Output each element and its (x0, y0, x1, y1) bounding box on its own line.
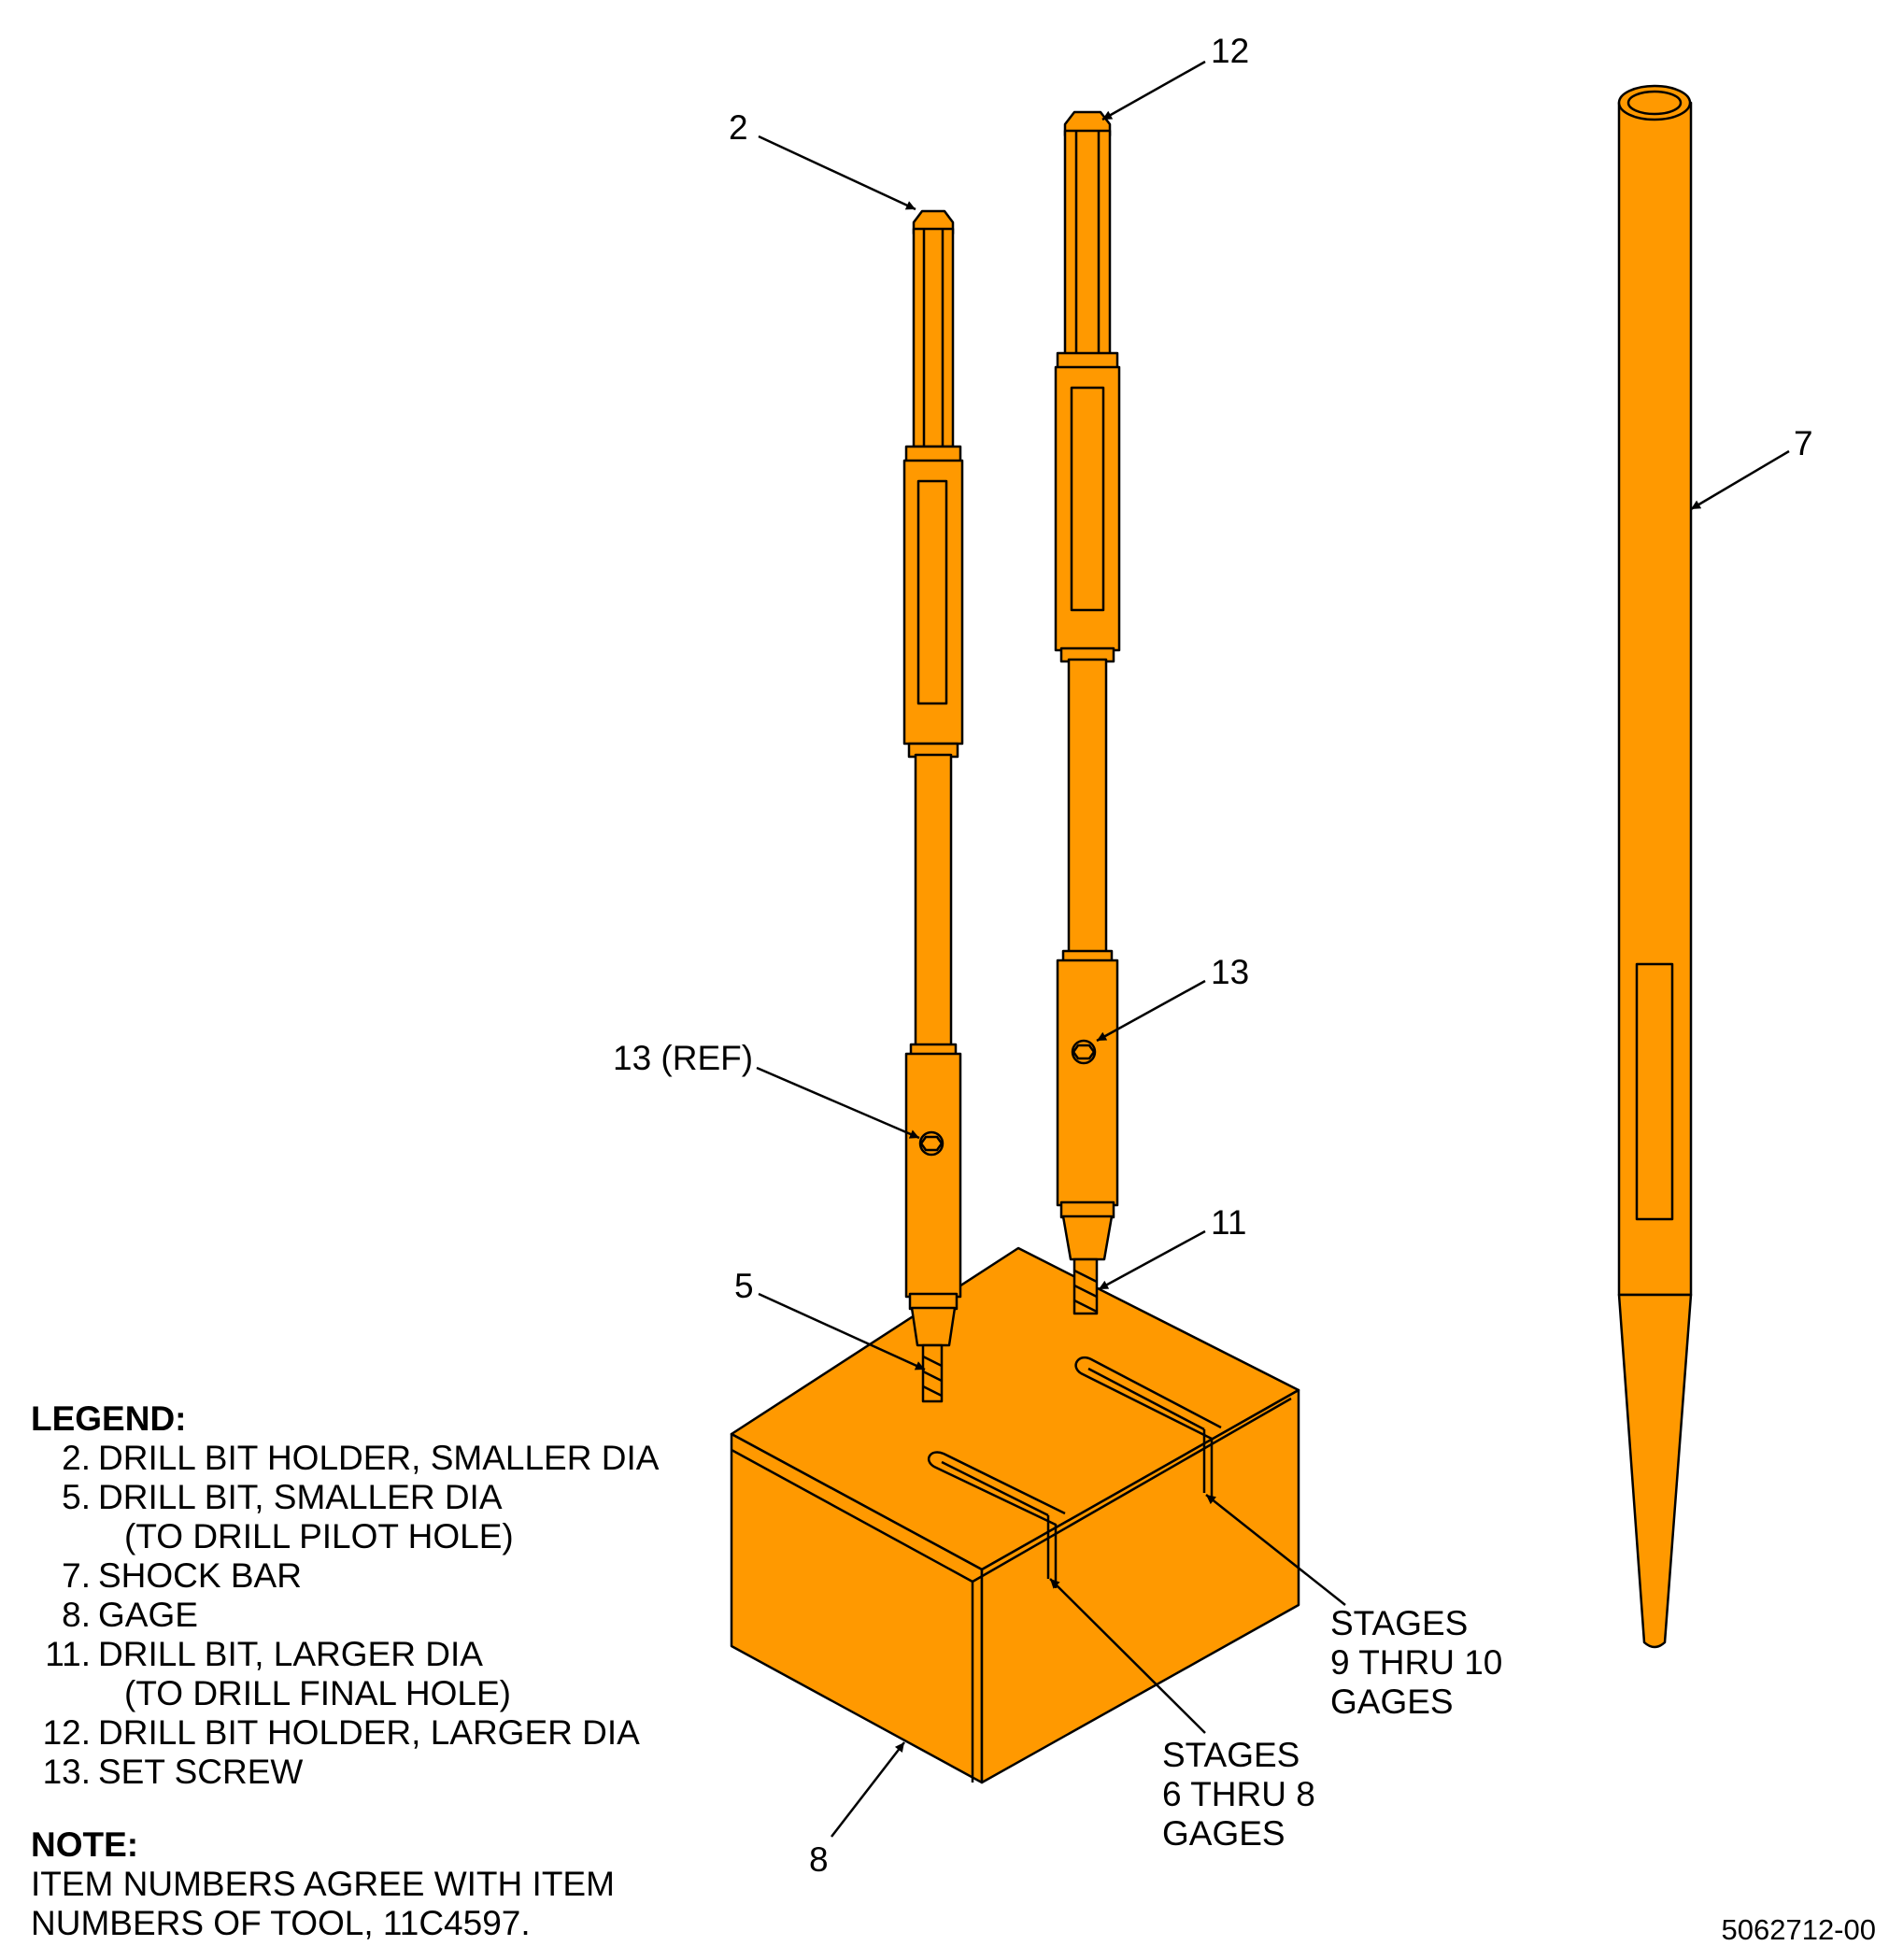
note-line: NUMBERS OF TOOL, 11C4597. (31, 1904, 531, 1942)
callout-item-8: 8 (809, 1840, 829, 1879)
legend-item: 11.DRILL BIT, LARGER DIA (45, 1635, 483, 1673)
legend-item: 12.DRILL BIT HOLDER, LARGER DIA (42, 1713, 640, 1752)
callout-item-7: 7 (1794, 424, 1813, 462)
gage-side-face (980, 1388, 1300, 1784)
callout-item-2: 2 (729, 108, 748, 147)
drill-bit-holder-larger (1054, 110, 1121, 1261)
note-heading: NOTE: (31, 1825, 139, 1864)
legend-item: 7.SHOCK BAR (62, 1556, 302, 1595)
leader-item-13-ref (756, 1066, 920, 1140)
callout-item-13: 13 (1211, 953, 1250, 991)
figure-id: 5062712-00 (1721, 1913, 1877, 1946)
legend-item: 2.DRILL BIT HOLDER, SMALLER DIA (62, 1439, 660, 1477)
callout-item-5: 5 (734, 1267, 754, 1305)
callout-item-11: 11 (1211, 1203, 1247, 1242)
leader-item-5 (758, 1292, 926, 1371)
legend-item-continuation: (TO DRILL PILOT HOLE) (124, 1517, 514, 1555)
drill-bit-smaller (921, 1343, 944, 1403)
legend: LEGEND: 2.DRILL BIT HOLDER, SMALLER DIA … (31, 1399, 659, 1792)
legend-item: 8.GAGE (62, 1596, 198, 1634)
gage-slot-stages-6-8 (927, 1451, 1066, 1588)
leader-item-8 (831, 1741, 905, 1838)
legend-heading: LEGEND: (31, 1399, 187, 1438)
leader-item-11 (1098, 1229, 1206, 1291)
drill-bit-holder-smaller (902, 209, 964, 1347)
callout-item-13-ref: 13 (REF) (613, 1039, 754, 1077)
gage-block (730, 1246, 1300, 1784)
callout-item-12: 12 (1211, 32, 1250, 70)
drill-bit-larger (1072, 1257, 1099, 1315)
note-line: ITEM NUMBERS AGREE WITH ITEM (31, 1865, 615, 1903)
legend-item: 5.DRILL BIT, SMALLER DIA (62, 1478, 503, 1516)
leader-item-13 (1096, 979, 1206, 1043)
gage-slot-stages-9-10 (1074, 1356, 1222, 1499)
label-stages-6-8: STAGES 6 THRU 8 GAGES (1162, 1736, 1315, 1853)
leader-item-12 (1101, 60, 1206, 121)
legend-item-continuation: (TO DRILL FINAL HOLE) (124, 1674, 511, 1712)
leader-stages-9-10 (1205, 1494, 1346, 1606)
label-stages-9-10: STAGES 9 THRU 10 GAGES (1330, 1604, 1503, 1721)
leader-stages-6-8 (1049, 1578, 1206, 1734)
leader-item-7 (1690, 449, 1790, 511)
legend-item: 13.SET SCREW (42, 1753, 304, 1791)
note: NOTE: ITEM NUMBERS AGREE WITH ITEM NUMBE… (31, 1825, 615, 1943)
shock-bar (1617, 84, 1693, 1649)
leader-item-2 (758, 135, 916, 211)
